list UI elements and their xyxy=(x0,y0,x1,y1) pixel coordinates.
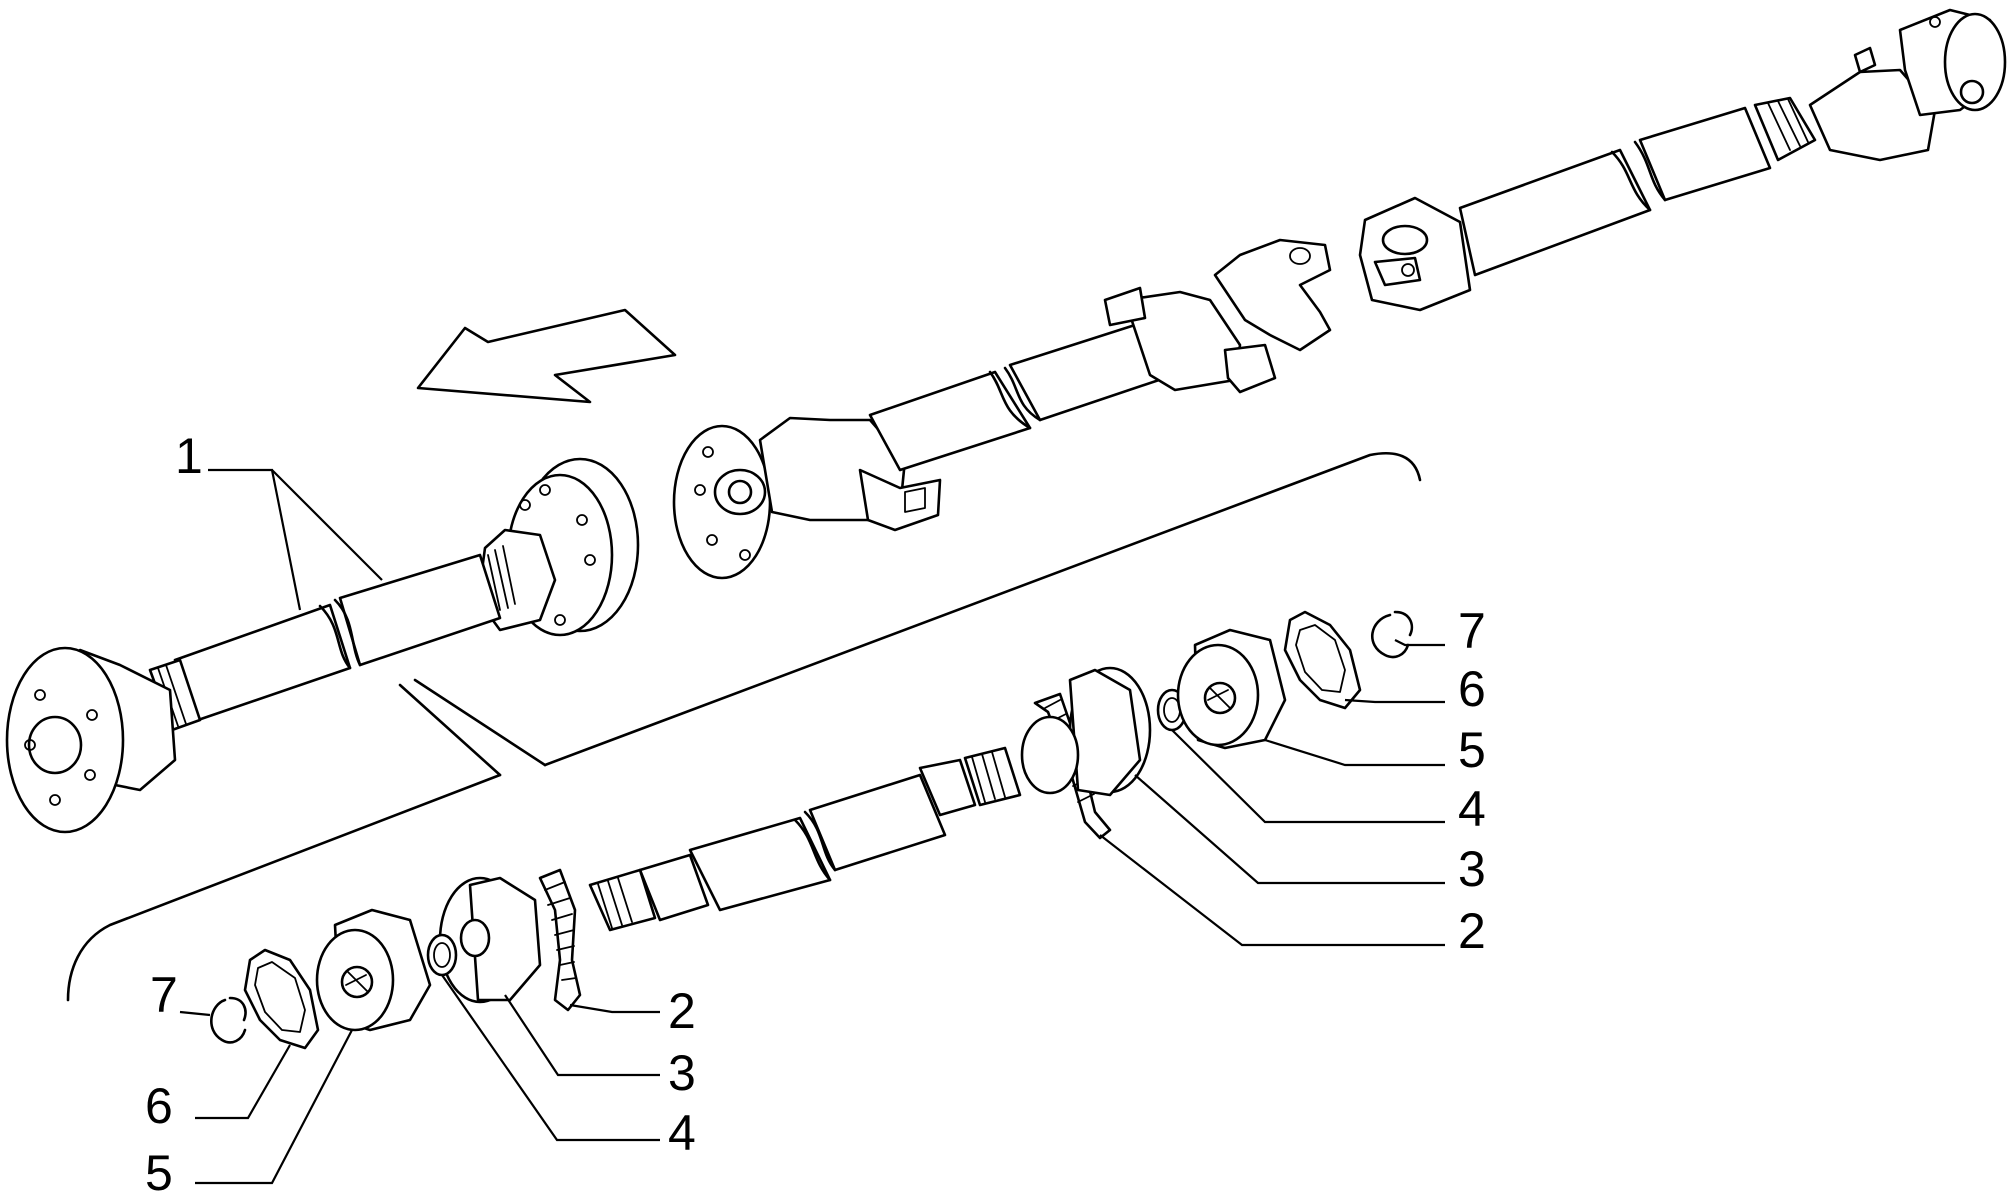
upper-center-bearing xyxy=(1103,286,1277,394)
rh-part-5-coupling xyxy=(1176,628,1287,750)
lower-exploded-shaft xyxy=(588,746,1022,932)
front-shaft-rear-flange xyxy=(476,457,640,637)
upper-front-flange xyxy=(672,424,772,580)
callout-1: 1 xyxy=(175,428,203,484)
upper-rear-yoke xyxy=(1753,8,2007,162)
left-side-parts xyxy=(210,868,582,1050)
lh-part-7-circlip xyxy=(210,996,247,1044)
lh-part-4-ring xyxy=(426,933,458,977)
lh-part-5-coupling xyxy=(315,908,432,1032)
rh-part-6-gasket xyxy=(1283,610,1362,710)
callout-lh-3: 3 xyxy=(668,1045,696,1101)
callout-lh-4: 4 xyxy=(668,1105,696,1161)
callout-lh-6: 6 xyxy=(145,1078,173,1134)
right-side-parts xyxy=(1020,610,1414,840)
upper-middle-yoke xyxy=(1213,238,1332,352)
upper-shaft-tube-b xyxy=(1458,106,1772,277)
upper-shaft-tube-a xyxy=(868,323,1167,472)
rh-part-7-circlip xyxy=(1370,610,1414,659)
callout-lh-2: 2 xyxy=(668,983,696,1039)
lower-shaft-tube xyxy=(588,746,1022,932)
lh-part-3-bearing-housing xyxy=(438,876,542,1004)
callout-rh-7: 7 xyxy=(1458,603,1486,659)
callouts: 1 7 6 5 4 3 2 2 3 4 7 6 5 xyxy=(145,428,1486,1201)
front-propeller-shaft xyxy=(5,457,640,834)
callout-lh-5: 5 xyxy=(145,1145,173,1201)
callout-rh-2: 2 xyxy=(1458,903,1486,959)
upper-cross-joint xyxy=(1358,196,1472,312)
lh-part-2-band xyxy=(538,868,582,1012)
lh-part-6-gasket xyxy=(243,948,320,1050)
exploded-view-bracket xyxy=(66,451,1422,1002)
leader-lines xyxy=(179,468,1445,1185)
callout-rh-5: 5 xyxy=(1458,722,1486,778)
upper-front-yoke xyxy=(758,416,942,532)
callout-rh-3: 3 xyxy=(1458,841,1486,897)
callout-rh-4: 4 xyxy=(1458,781,1486,837)
front-flex-coupling xyxy=(5,646,177,834)
front-shaft-tube xyxy=(173,553,502,722)
callout-rh-6: 6 xyxy=(1458,661,1486,717)
callout-lh-7: 7 xyxy=(150,967,178,1023)
rh-part-3-bearing-housing xyxy=(1020,666,1152,797)
upper-propeller-shaft xyxy=(672,8,2007,580)
direction-arrow xyxy=(416,308,677,404)
